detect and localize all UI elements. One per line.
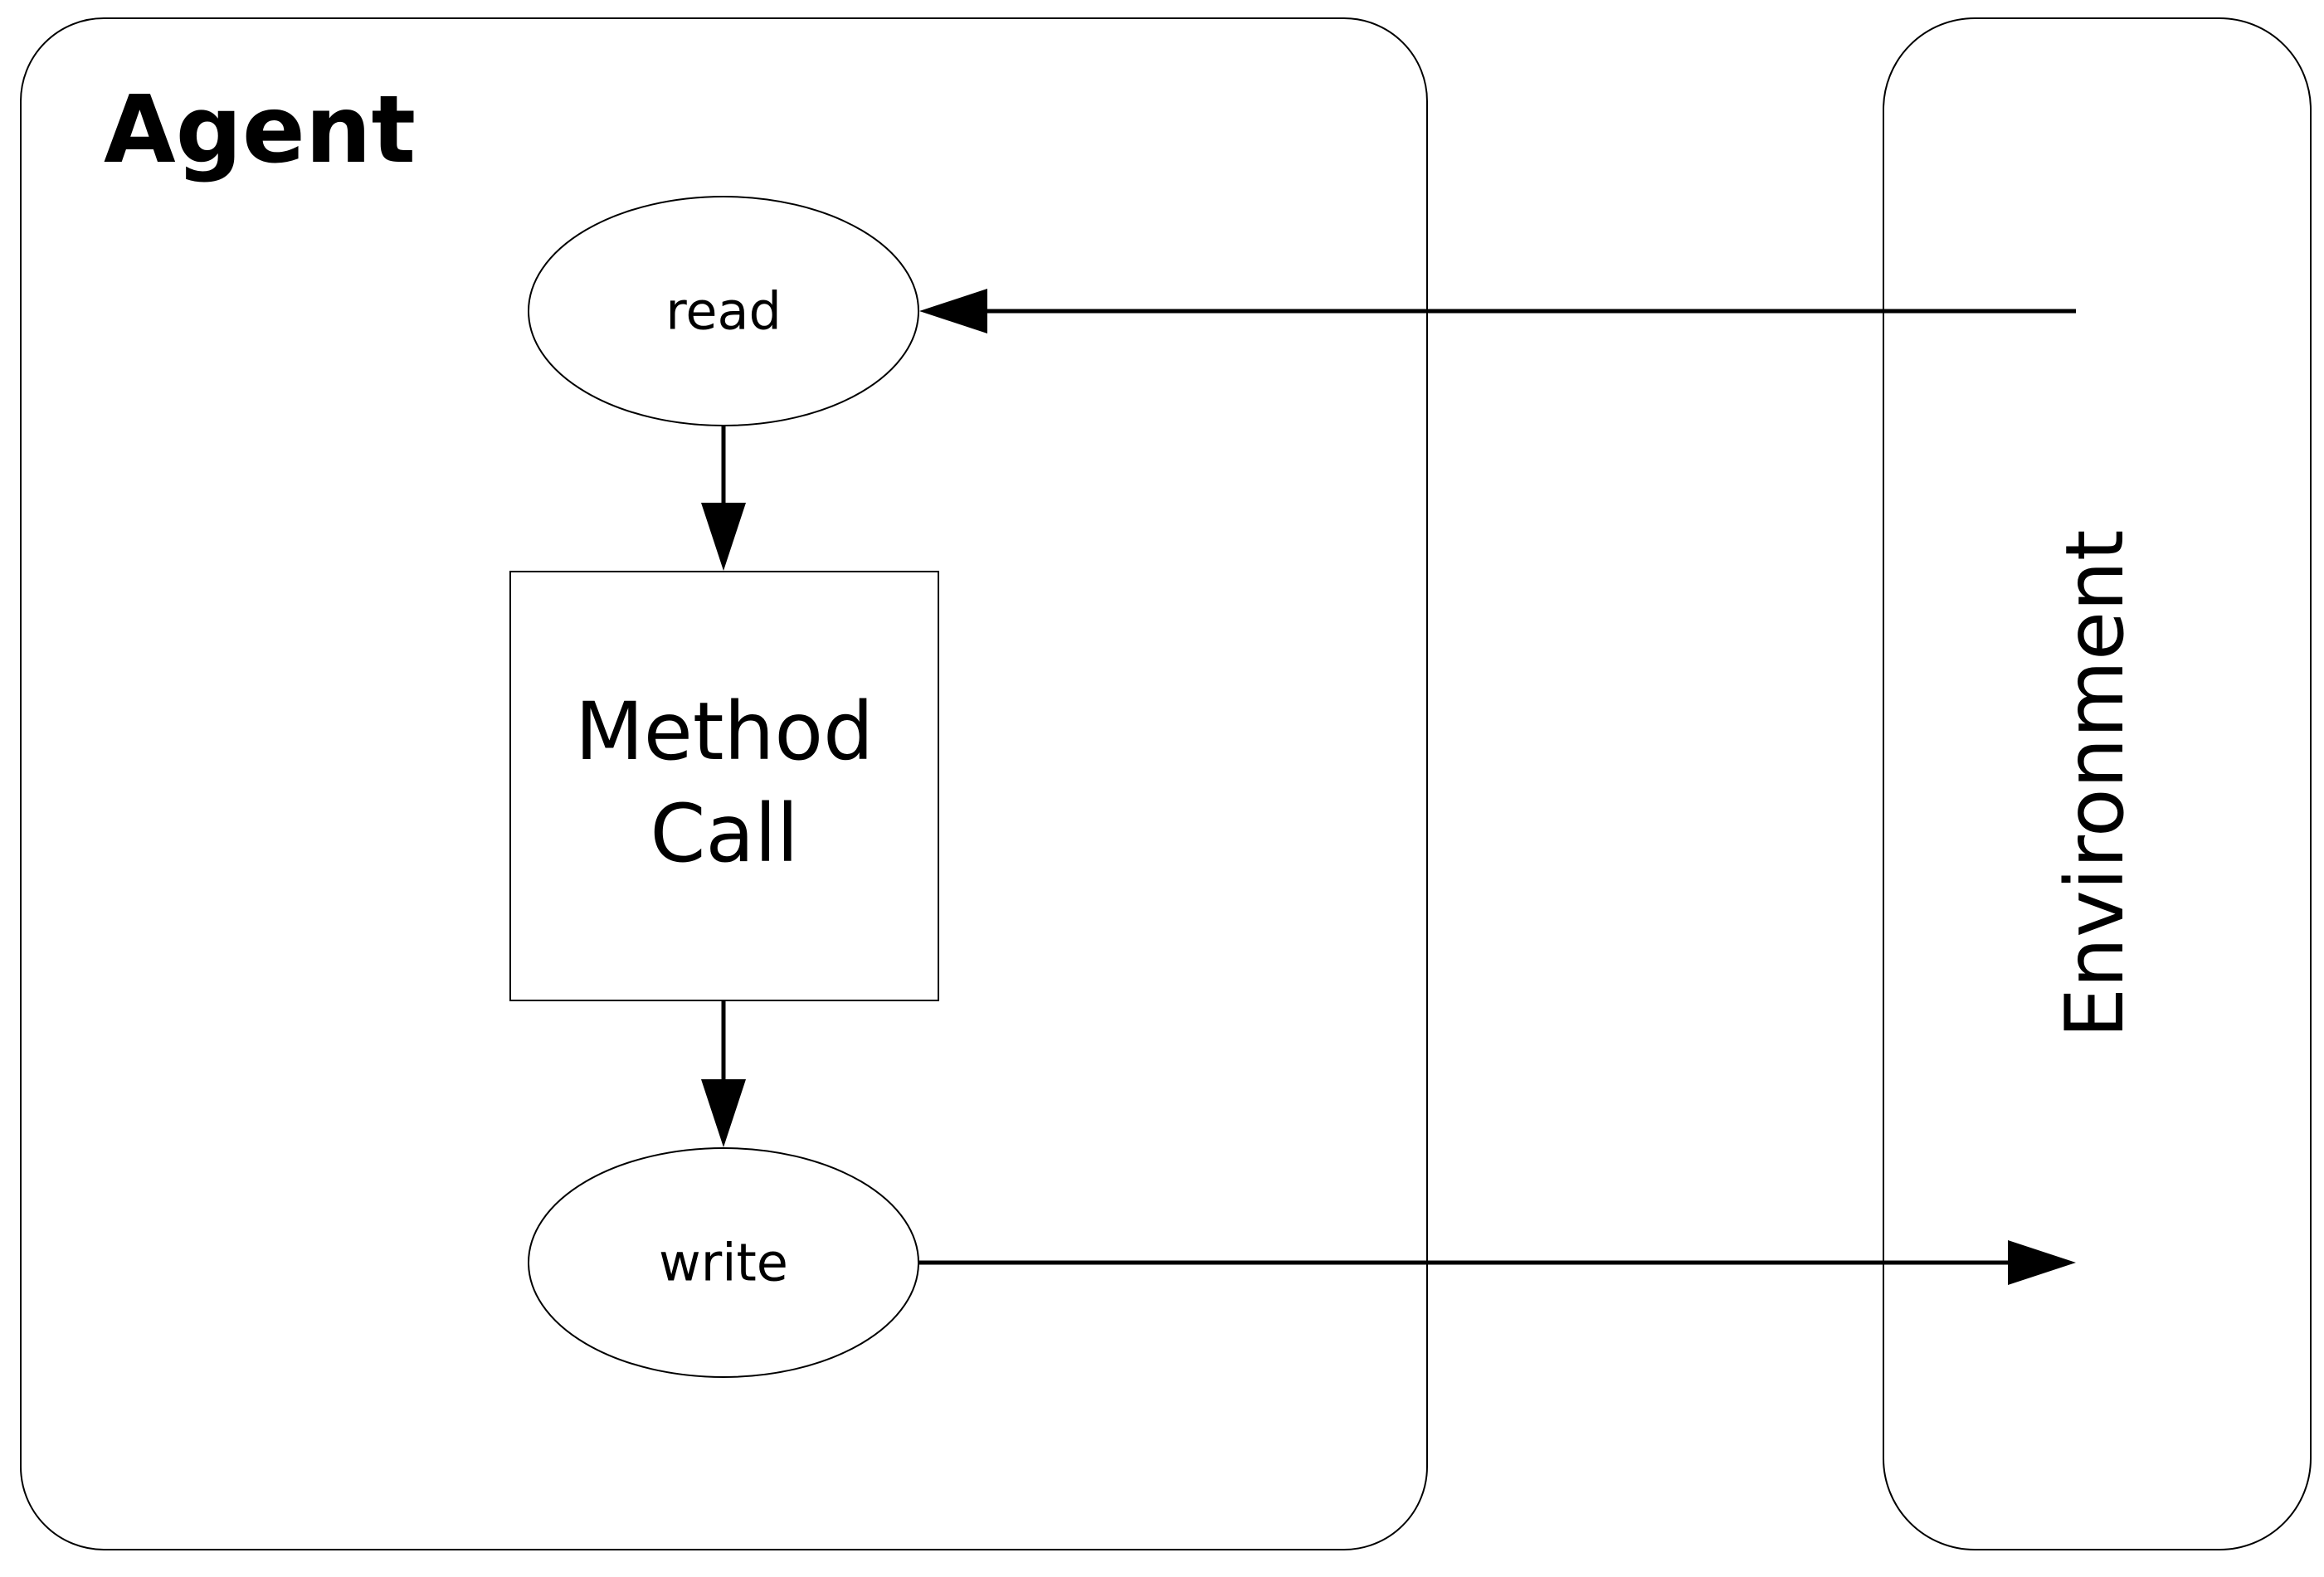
environment-label: Environment [2049,530,2141,1039]
write-node: write [528,1147,919,1378]
edge-read-to-method-call [701,425,746,571]
read-label: read [665,281,782,342]
read-node: read [528,196,919,426]
method-call-label-line2: Call [650,787,798,880]
agent-title: Agent [104,76,416,184]
write-label: write [659,1233,788,1293]
edge-write-to-environment [919,1240,2076,1285]
method-call-label-line1: Method [575,685,874,778]
method-call-node: Method Call [509,571,939,1001]
environment-container [1883,17,2312,1550]
edge-method-call-to-write [701,1001,746,1147]
edge-environment-to-read [919,289,2076,333]
